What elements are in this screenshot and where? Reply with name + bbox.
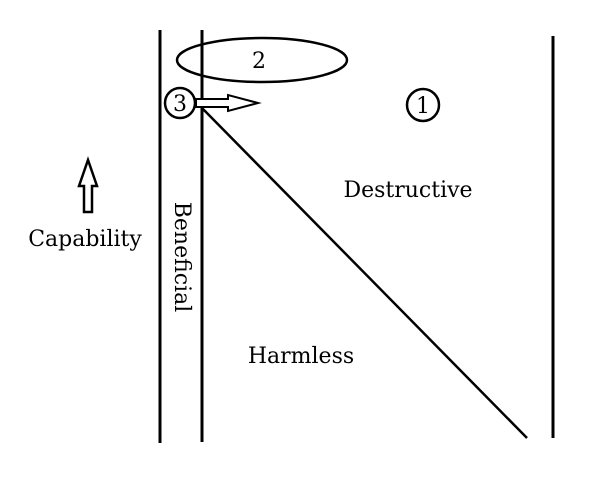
marker-1: 1 [416, 94, 430, 119]
marker-2: 2 [252, 49, 266, 74]
capability-label: Capability [28, 227, 142, 252]
up-arrow-icon [77, 156, 99, 214]
marker-1-circle [405, 87, 441, 123]
harmless-label: Harmless [248, 344, 354, 369]
beneficial-label: Beneficial [169, 202, 194, 313]
marker-3: 3 [173, 92, 187, 117]
region-2-ellipse [175, 36, 349, 84]
right-arrow-icon [195, 93, 262, 113]
harmless-destructive-divider [201, 107, 528, 439]
destructive-label: Destructive [343, 178, 472, 203]
